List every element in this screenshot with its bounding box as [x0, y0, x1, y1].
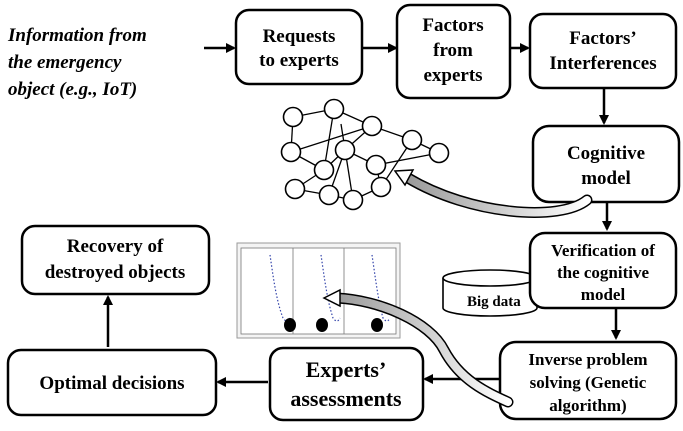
intro-text: Information from the emergency object (e…	[7, 25, 147, 100]
requests-line-1: Requests	[263, 26, 336, 47]
verification-box: Verification of the cognitive model	[528, 231, 678, 310]
intro-line-3: object (e.g., IoT)	[8, 79, 137, 100]
factors-line-3: experts	[423, 65, 482, 86]
inverse-line-2: solving (Genetic	[530, 373, 647, 392]
recovery-line-1: Recovery of	[67, 236, 164, 257]
assessments-box: Experts’ assessments	[268, 346, 425, 422]
network-graph-icon	[280, 98, 450, 211]
big-data-label: Big data	[467, 294, 521, 310]
optimal-line-1: Optimal decisions	[39, 373, 184, 394]
intro-line-1: Information from	[7, 25, 147, 46]
optimal-box: Optimal decisions	[6, 348, 218, 417]
factors-line-1: Factors	[422, 15, 483, 36]
factors-box: Factors from experts	[395, 3, 512, 100]
assessments-line-2: assessments	[290, 386, 402, 411]
verification-line-3: model	[581, 285, 626, 304]
interferences-box: Factors’ Interferences	[528, 12, 678, 90]
cognitive-line-2: model	[581, 168, 631, 189]
interferences-line-2: Interferences	[549, 53, 656, 74]
recovery-line-2: destroyed objects	[45, 262, 186, 283]
plot-thumbnail-icon	[236, 242, 401, 339]
requests-line-2: to experts	[259, 50, 339, 71]
interferences-line-1: Factors’	[569, 28, 637, 49]
cognitive-box: Cognitive model	[531, 124, 681, 204]
verification-line-1: Verification of	[551, 241, 655, 260]
curved-arrow-to-network	[393, 169, 593, 218]
database-icon: Big data	[442, 269, 538, 317]
verification-line-2: the cognitive	[557, 263, 650, 282]
curved-arrow-to-plot	[322, 288, 514, 408]
intro-line-2: the emergency	[8, 52, 122, 73]
inverse-line-3: algorithm)	[549, 396, 626, 415]
inverse-line-1: Inverse problem	[528, 350, 647, 369]
requests-box: Requests to experts	[234, 8, 364, 86]
factors-line-2: from	[433, 40, 473, 61]
inverse-box: Inverse problem solving (Genetic algorit…	[498, 340, 678, 421]
cognitive-line-1: Cognitive	[567, 143, 645, 164]
recovery-box: Recovery of destroyed objects	[20, 224, 211, 296]
assessments-line-1: Experts’	[306, 357, 387, 382]
